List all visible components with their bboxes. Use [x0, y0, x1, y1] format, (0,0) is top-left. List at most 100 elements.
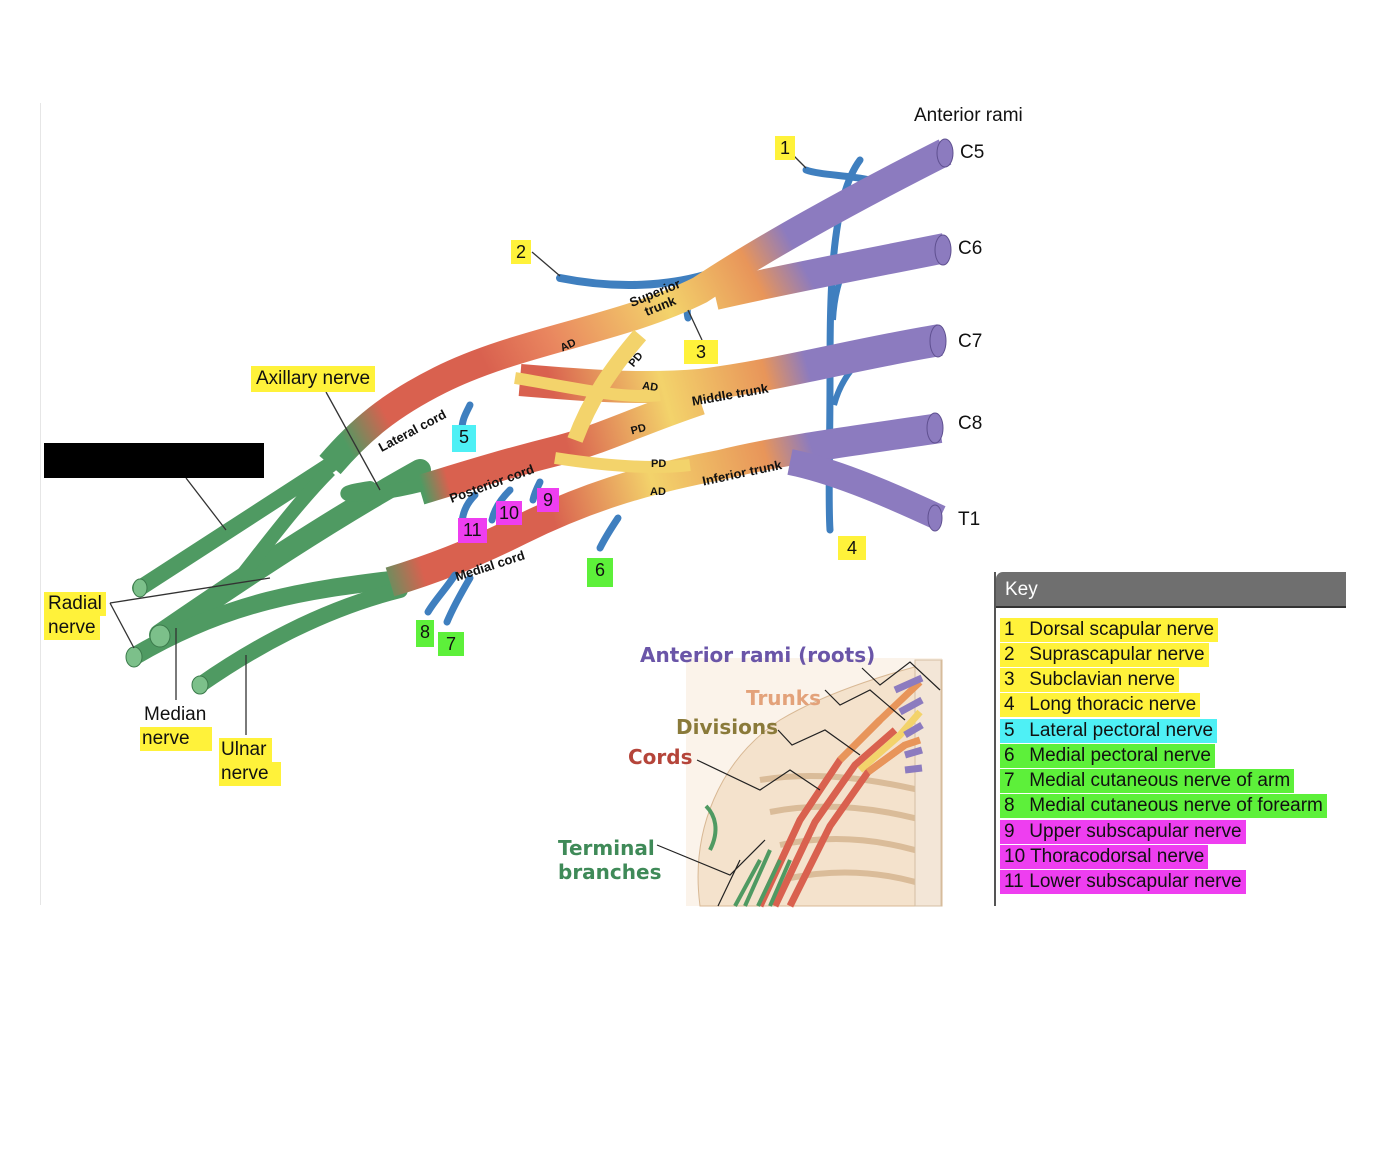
key-title: Key [996, 572, 1346, 608]
radial-nerve-label-line2: nerve [44, 616, 100, 640]
ulnar-nerve-label-line2: nerve [219, 762, 281, 786]
number-label-3: 3 [684, 340, 719, 364]
c6-root-end [934, 234, 952, 266]
key-item-number: 11 [1004, 871, 1024, 892]
key-item-label: Long thoracic nerve [1029, 694, 1197, 715]
number-label-7: 7 [438, 632, 465, 656]
key-item-number: 4 [1004, 694, 1015, 715]
lateral-root-of-median [234, 465, 335, 583]
key-item-label: Medial cutaneous nerve of forearm [1029, 795, 1323, 816]
inset-trunks-label: Trunks [746, 686, 821, 710]
superior-trunk-lateral-cord [319, 139, 952, 475]
image-left-edge [40, 103, 41, 905]
median-end [125, 646, 143, 668]
number-label-8: 8 [416, 620, 435, 647]
ulnar-nerve-trunk [192, 582, 408, 693]
key-item-number: 1 [1004, 619, 1015, 640]
median-nerve-label-line2: nerve [140, 727, 212, 751]
root-label-c6: C6 [958, 238, 983, 259]
key-item-8: 8 Medial cutaneous nerve of forearm [1000, 794, 1327, 818]
key-item-11: 11 Lower subscapular nerve [1000, 870, 1246, 894]
upper-subscapular-nerve [529, 478, 544, 504]
key-item-10: 10 Thoracodorsal nerve [1000, 845, 1209, 869]
musculocutaneous-end [132, 578, 148, 598]
key-panel: Key 1 Dorsal scapular nerve 2 Suprascapu… [994, 572, 1346, 906]
pd-label-inferior: PD [651, 458, 667, 470]
t1-root-end [927, 504, 943, 532]
inferior-trunk-medial-cord [385, 413, 943, 597]
inset-terminal-label-line2: branches [558, 860, 662, 884]
c8-root-end [926, 412, 944, 444]
c6-root [711, 233, 948, 310]
redacted-label [44, 443, 264, 478]
radial-nerve-label-line1: Radial [44, 592, 106, 616]
key-item-number: 2 [1004, 644, 1015, 665]
key-item-number: 5 [1004, 720, 1015, 741]
superior-posterior-division [567, 329, 647, 443]
number-label-1: 1 [775, 136, 796, 160]
number-label-11: 11 [458, 518, 487, 543]
musculocutaneous-branch [132, 457, 338, 596]
key-item-label: Dorsal scapular nerve [1029, 619, 1215, 640]
root-label-c7: C7 [958, 331, 983, 352]
key-item-5: 5 Lateral pectoral nerve [1000, 719, 1218, 743]
axillary-nerve-stub [340, 478, 427, 502]
key-item-6: 6 Medial pectoral nerve [1000, 744, 1215, 768]
inset-overview [656, 658, 943, 908]
key-item-number: 6 [1004, 745, 1015, 766]
key-item-4: 4 Long thoracic nerve [1000, 693, 1201, 717]
number-label-4: 4 [838, 536, 867, 560]
key-item-number: 8 [1004, 795, 1015, 816]
number-label-9: 9 [537, 488, 560, 512]
key-item-label: Lower subscapular nerve [1029, 871, 1242, 892]
dorsal-scapular-nerve [802, 166, 874, 184]
ulnar-nerve-label-line1: Ulnar [219, 738, 273, 762]
ad-label-inferior: AD [650, 486, 666, 498]
anterior-rami-header: Anterior rami [914, 105, 1023, 126]
inset-cords-label: Cords [628, 745, 693, 769]
key-item-label: Upper subscapular nerve [1029, 821, 1242, 842]
inferior-posterior-division [554, 452, 691, 473]
inset-roots-label: Anterior rami (roots) [640, 643, 876, 667]
middle-trunk [518, 324, 943, 404]
medial-pectoral-nerve [596, 514, 622, 552]
root-label-c5: C5 [960, 142, 985, 163]
key-item-1: 1 Dorsal scapular nerve [1000, 618, 1219, 642]
c7-root-end [929, 324, 947, 358]
key-item-label: Thoracodorsal nerve [1030, 846, 1205, 867]
median-nerve-label-line1: Median [144, 704, 207, 725]
radial-end [149, 624, 171, 648]
inset-divisions-label: Divisions [676, 715, 778, 739]
inset-terminal-label-line1: Terminal [558, 836, 655, 860]
key-item-label: Medial pectoral nerve [1029, 745, 1211, 766]
key-item-number: 10 [1004, 846, 1026, 867]
key-item-3: 3 Subclavian nerve [1000, 668, 1180, 692]
key-item-9: 9 Upper subscapular nerve [1000, 820, 1246, 844]
ad-label-middle: AD [641, 379, 659, 395]
number-label-2: 2 [511, 240, 532, 264]
key-item-7: 7 Medial cutaneous nerve of arm [1000, 769, 1295, 793]
key-item-label: Lateral pectoral nerve [1029, 720, 1214, 741]
posterior-cord [415, 385, 705, 505]
suprascapular-nerve [556, 271, 709, 289]
number-label-5: 5 [452, 425, 477, 452]
root-label-t1: T1 [958, 509, 981, 530]
key-item-number: 7 [1004, 770, 1015, 791]
key-item-2: 2 Suprascapular nerve [1000, 643, 1209, 667]
ulnar-end [191, 675, 209, 695]
key-item-number: 9 [1004, 821, 1015, 842]
middle-anterior-division [514, 372, 661, 402]
root-label-c8: C8 [958, 413, 983, 434]
medial-cutaneous-arm [443, 574, 474, 626]
key-item-label: Suprascapular nerve [1029, 644, 1205, 665]
leader-lines [109, 145, 807, 735]
median-nerve-trunk [126, 571, 399, 665]
key-item-label: Subclavian nerve [1029, 669, 1176, 690]
c5-root-end [936, 138, 954, 168]
key-item-label: Medial cutaneous nerve of arm [1029, 770, 1291, 791]
medial-cutaneous-forearm [424, 571, 459, 616]
number-label-10: 10 [496, 501, 523, 525]
t1-root [787, 449, 946, 530]
